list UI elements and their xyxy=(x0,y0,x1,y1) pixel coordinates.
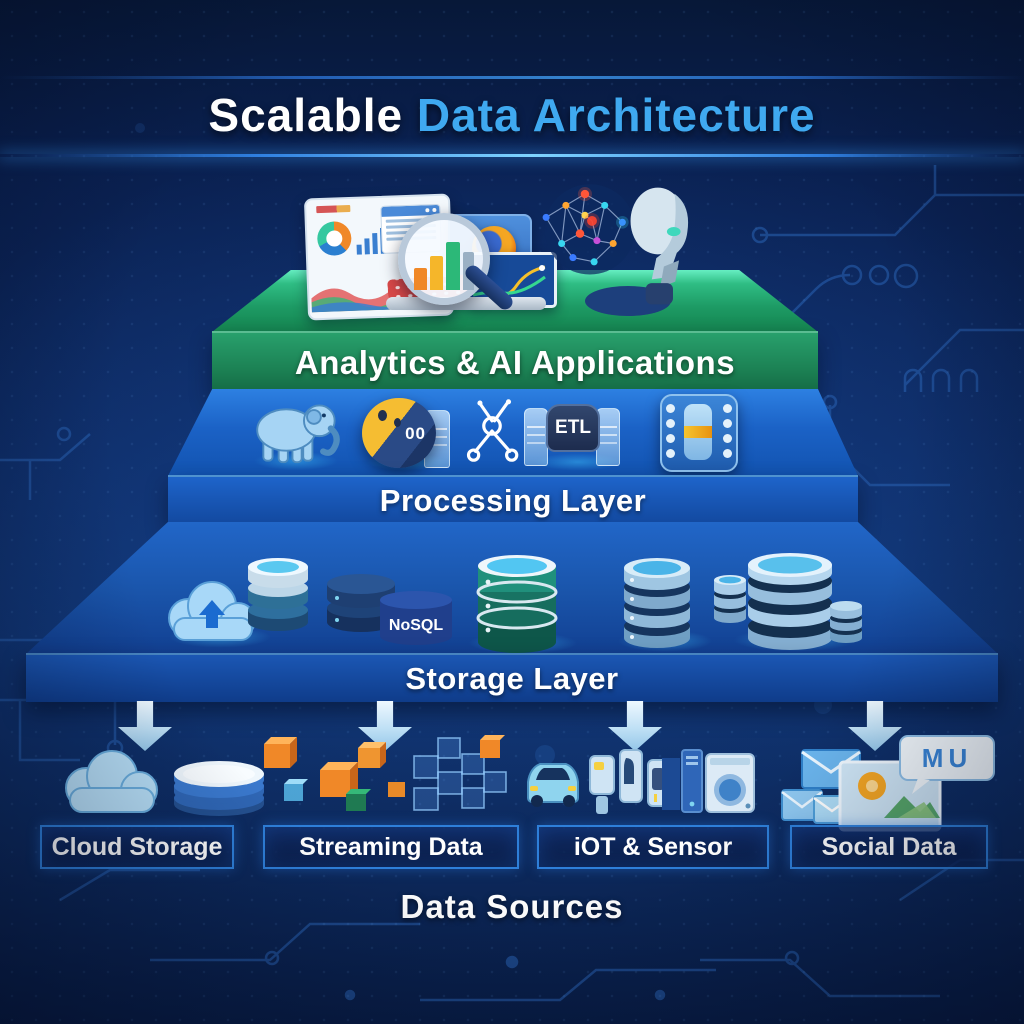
neural-network-brain-icon xyxy=(542,184,636,275)
etl-pillar-left xyxy=(524,408,548,466)
car-icon xyxy=(527,763,579,807)
title-part-white: Scalable xyxy=(208,89,404,141)
label-box-streaming-data: Streaming Data xyxy=(263,825,519,869)
pie-chart-icon xyxy=(316,220,352,257)
storage-layer-band: Storage Layer xyxy=(26,653,998,702)
label-box-social-data: Social Data xyxy=(790,825,988,869)
hadoop-elephant-icon xyxy=(256,404,340,464)
chat-bubble-text: MU xyxy=(922,743,972,773)
processor-chip-icon xyxy=(660,394,738,472)
nosql-database-icon: NoSQL xyxy=(380,591,452,645)
database-stack-blue-icon xyxy=(624,558,690,648)
processing-layer-label: Processing Layer xyxy=(379,483,647,518)
robot-head-icon xyxy=(630,187,689,305)
analytics-layer-label: Analytics & AI Applications xyxy=(294,344,736,381)
etl-gateway-icon: ETL xyxy=(546,404,600,452)
storage-layer-label: Storage Layer xyxy=(405,660,619,696)
computer-appliances-icon xyxy=(662,749,755,813)
iot-sensor-label: iOT & Sensor xyxy=(573,832,733,861)
dashboard-red-text xyxy=(316,204,351,214)
data-sphere-icon: 00 xyxy=(362,398,436,468)
cloud-storage-label: Cloud Storage xyxy=(51,832,223,861)
title-part-blue: Data Architecture xyxy=(416,89,816,141)
mail-envelopes-icon xyxy=(781,749,861,824)
etl-label: ETL xyxy=(555,417,591,438)
processing-layer-band: Processing Layer xyxy=(168,475,858,525)
streaming-data-label: Streaming Data xyxy=(299,832,483,861)
teal-database-icon xyxy=(476,555,558,653)
network-nodes-icon xyxy=(466,399,519,462)
title-divider-top xyxy=(0,76,1024,79)
nosql-label: NoSQL xyxy=(389,617,443,634)
label-box-iot-sensor: iOT & Sensor xyxy=(537,825,769,869)
label-box-cloud-storage: Cloud Storage xyxy=(40,825,234,869)
chat-bubble-icon: MU xyxy=(899,735,995,794)
database-stack-navy-icon xyxy=(327,574,395,632)
cloud-icon xyxy=(65,750,158,813)
cloud-upload-icon xyxy=(168,581,256,641)
social-data-label: Social Data xyxy=(821,832,957,861)
streaming-cubes-icon xyxy=(264,735,507,811)
etl-pillar-right xyxy=(596,408,620,466)
page-title: Scalable Data Architecture xyxy=(0,88,1024,142)
data-sources-heading: Data Sources xyxy=(400,888,624,925)
analytics-layer-band: Analytics & AI Applications xyxy=(212,331,818,393)
magnifier-bar-chart-icon xyxy=(398,213,490,305)
sensor-devices-icon xyxy=(589,749,669,814)
disk-platters-icon xyxy=(174,761,264,816)
database-stack-silver-icon xyxy=(248,558,308,631)
data-sphere-label: 00 xyxy=(405,424,426,443)
title-divider-bottom xyxy=(0,154,1024,157)
database-cluster-icon xyxy=(714,553,862,650)
